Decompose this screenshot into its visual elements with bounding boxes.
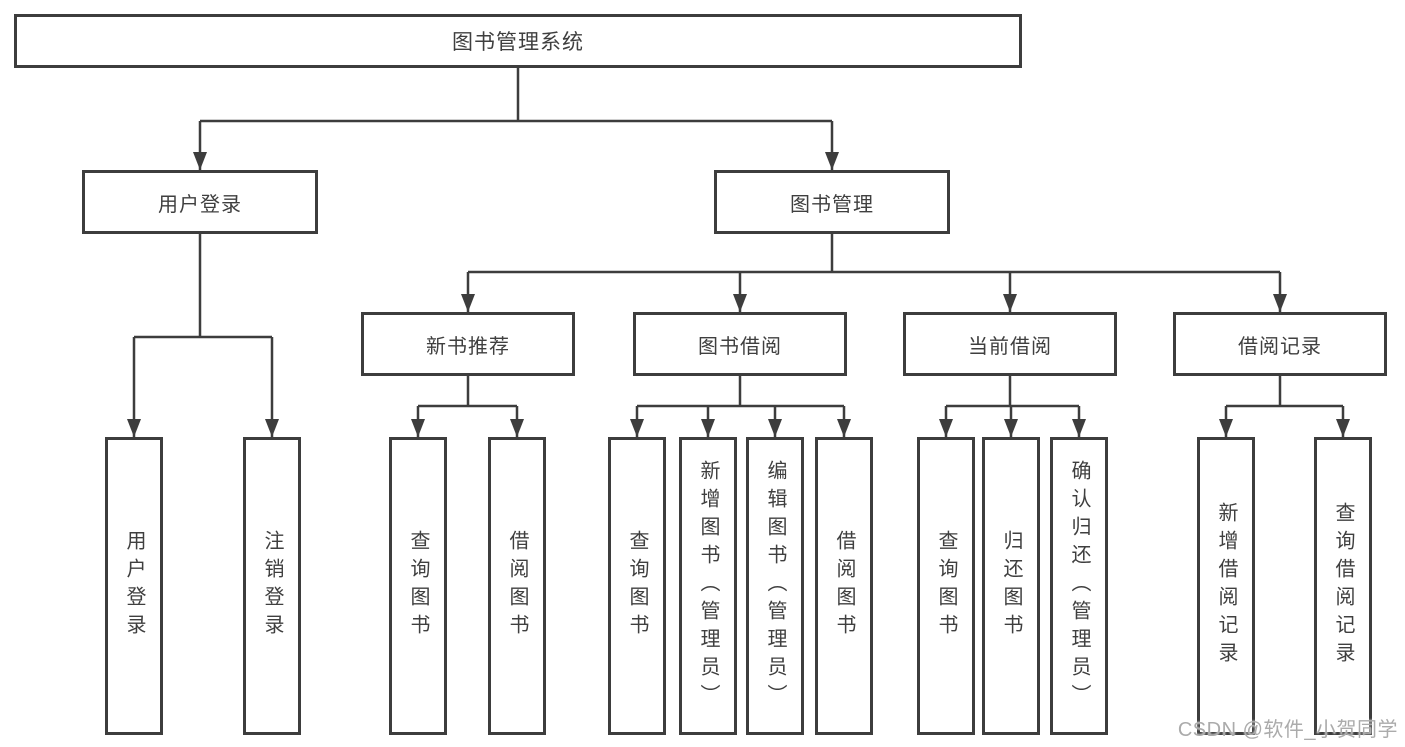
- edges-book-management-to-level3: [461, 234, 1287, 312]
- node-current-borrow-label: 当前借阅: [968, 335, 1052, 358]
- leaf-return-books-label: 归还图书: [1000, 530, 1022, 642]
- leaf-logout: 注销登录: [243, 437, 301, 735]
- leaf-confirm-return-admin-label: 确认归还（管理员）: [1068, 460, 1090, 712]
- node-user-login-label: 用户登录: [158, 193, 242, 216]
- leaf-edit-book-admin: 编辑图书（管理员）: [746, 437, 804, 735]
- node-user-login: 用户登录: [82, 170, 318, 234]
- node-book-borrow: 图书借阅: [633, 312, 847, 376]
- watermark-text: CSDN @软件_小贺同学: [1177, 719, 1398, 741]
- leaf-borrow-books-2: 借阅图书: [815, 437, 873, 735]
- leaf-user-login-label: 用户登录: [123, 530, 145, 642]
- leaf-confirm-return-admin: 确认归还（管理员）: [1050, 437, 1108, 735]
- leaf-add-book-admin: 新增图书（管理员）: [679, 437, 737, 735]
- leaf-query-books-3: 查询图书: [917, 437, 975, 735]
- leaf-query-books-3-label: 查询图书: [935, 530, 957, 642]
- leaf-borrow-books-2-label: 借阅图书: [833, 530, 855, 642]
- leaf-query-borrow-record-label: 查询借阅记录: [1332, 502, 1354, 670]
- leaf-borrow-books-1: 借阅图书: [488, 437, 546, 735]
- leaf-query-books-1-label: 查询图书: [407, 530, 429, 642]
- edges-root-to-level2: [193, 68, 839, 170]
- edges-current-borrow-to-leaves: [939, 376, 1086, 437]
- node-current-borrow: 当前借阅: [903, 312, 1117, 376]
- leaf-query-books-2-label: 查询图书: [626, 530, 648, 642]
- node-book-management: 图书管理: [714, 170, 950, 234]
- leaf-add-borrow-record-label: 新增借阅记录: [1215, 502, 1237, 670]
- node-book-management-label: 图书管理: [790, 193, 874, 216]
- node-root-label: 图书管理系统: [452, 31, 584, 54]
- node-new-book-recommend-label: 新书推荐: [426, 335, 510, 358]
- leaf-query-books-2: 查询图书: [608, 437, 666, 735]
- leaf-query-borrow-record: 查询借阅记录: [1314, 437, 1372, 735]
- edges-new-book-recommend-to-leaves: [411, 376, 524, 437]
- leaf-user-login: 用户登录: [105, 437, 163, 735]
- node-borrow-records-label: 借阅记录: [1238, 335, 1322, 358]
- node-book-borrow-label: 图书借阅: [698, 335, 782, 358]
- edges-borrow-records-to-leaves: [1219, 376, 1350, 437]
- leaf-borrow-books-1-label: 借阅图书: [506, 530, 528, 642]
- leaf-query-books-1: 查询图书: [389, 437, 447, 735]
- node-root: 图书管理系统: [14, 14, 1022, 68]
- node-borrow-records: 借阅记录: [1173, 312, 1387, 376]
- leaf-edit-book-admin-label: 编辑图书（管理员）: [764, 460, 786, 712]
- edges-user-login-to-leaves: [127, 234, 279, 437]
- node-new-book-recommend: 新书推荐: [361, 312, 575, 376]
- edges-book-borrow-to-leaves: [630, 376, 851, 437]
- leaf-add-book-admin-label: 新增图书（管理员）: [697, 460, 719, 712]
- leaf-return-books: 归还图书: [982, 437, 1040, 735]
- leaf-add-borrow-record: 新增借阅记录: [1197, 437, 1255, 735]
- leaf-logout-label: 注销登录: [261, 530, 283, 642]
